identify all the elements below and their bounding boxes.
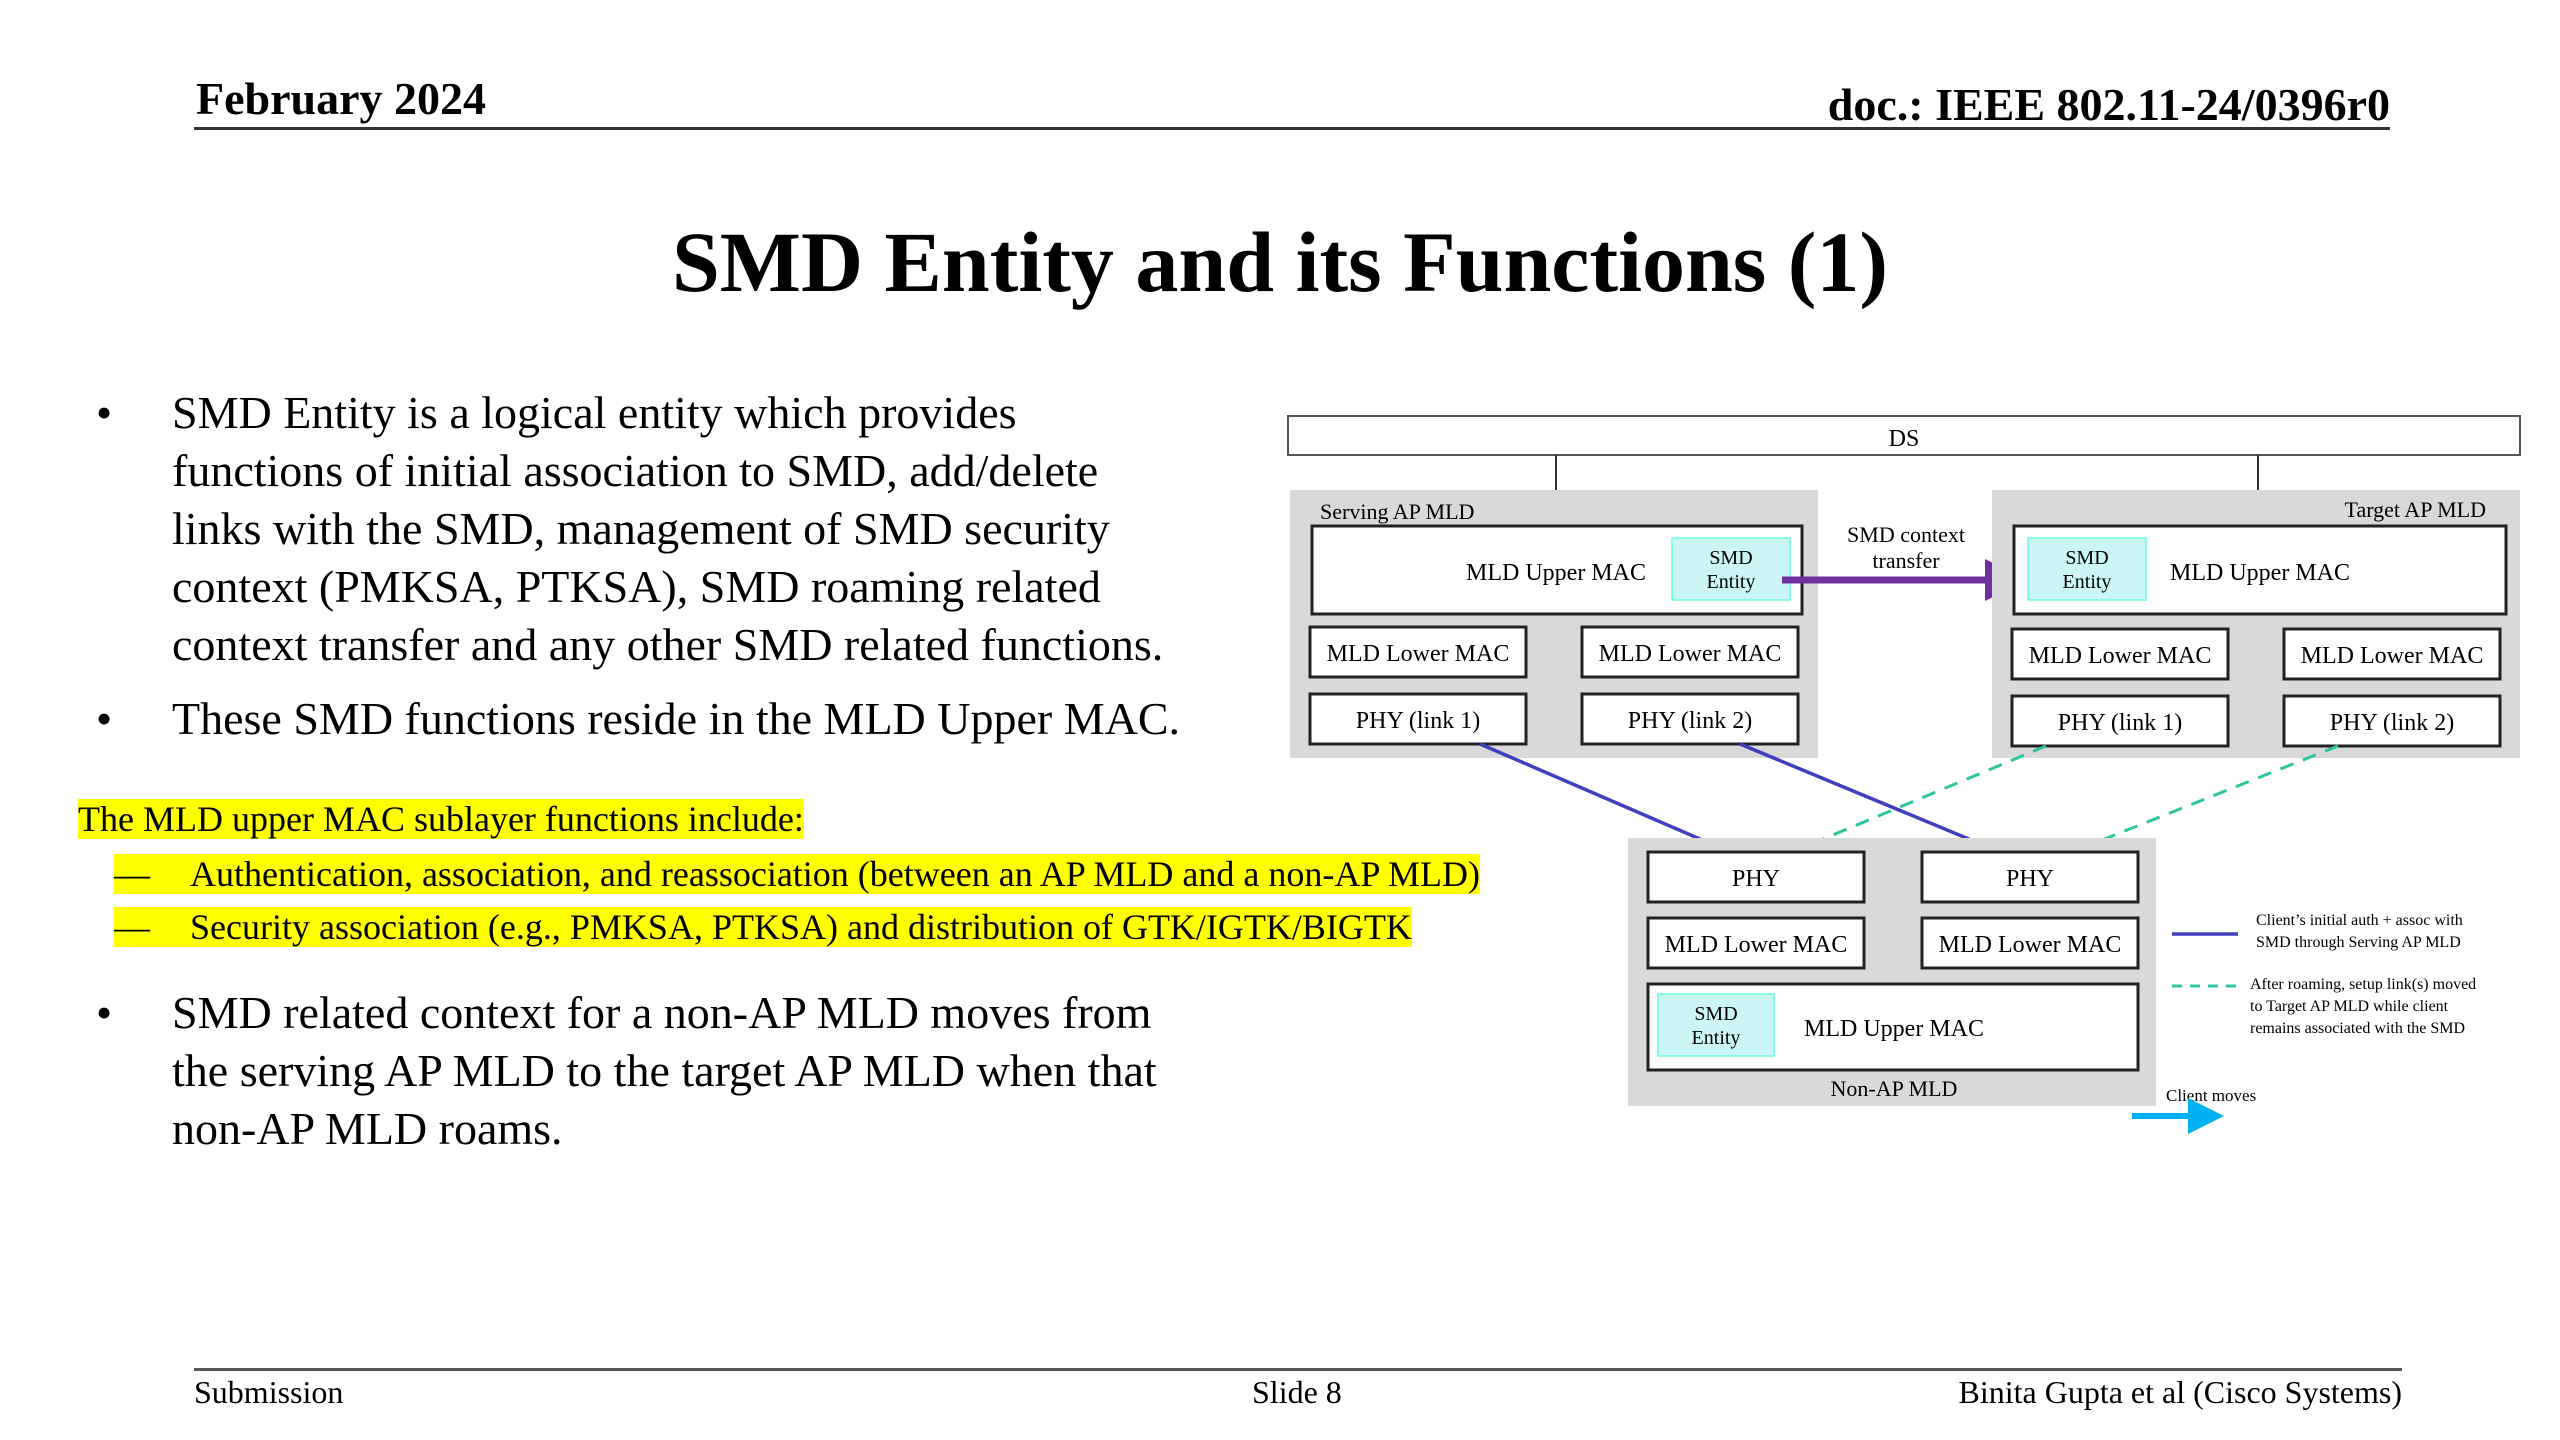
phy-label: PHY [1732, 866, 1780, 892]
target-ap-mld-label: Target AP MLD [2345, 497, 2486, 522]
header-divider [194, 127, 2390, 130]
smd-entity-label: SMD [1694, 1003, 1737, 1025]
non-ap-mld-label: Non-AP MLD [1831, 1076, 1958, 1101]
smd-entity-label: Entity [1692, 1027, 1741, 1049]
footer-slide-number: Slide 8 [1252, 1374, 1342, 1410]
legend-dashed-text: remains associated with the SMD [2250, 1020, 2465, 1037]
roamed-link-line [1791, 744, 2047, 854]
bullet-text: These SMD functions reside in the MLD Up… [172, 690, 1180, 748]
bullet-text: SMD related context for a non-AP MLD mov… [172, 984, 1157, 1158]
header-doc-id: doc.: IEEE 802.11-24/0396r0 [1827, 79, 2390, 130]
bullet-line: These SMD functions reside in the MLD Up… [172, 693, 1181, 744]
lower-mac-box [1580, 625, 1800, 679]
header-date: February 2024 [196, 73, 487, 124]
lower-mac-box [1646, 916, 1866, 970]
highlight-item: — Authentication, association, and reasso… [114, 852, 1481, 896]
slide-title: SMD Entity and its Functions (1) [671, 214, 1889, 310]
lower-mac-box [2282, 627, 2502, 681]
legend-solid-text: Client’s initial auth + assoc with [2256, 912, 2463, 929]
lower-mac-label: MLD Lower MAC [2029, 643, 2212, 669]
bullet-line: links with the SMD, management of SMD se… [172, 503, 1110, 554]
lower-mac-label: MLD Lower MAC [1599, 641, 1782, 667]
legend-dashed-text: After roaming, setup link(s) moved [2250, 976, 2476, 993]
ds-label: DS [1889, 426, 1920, 452]
lower-mac-box [1920, 916, 2140, 970]
footer-author: Binita Gupta et al (Cisco Systems) [1958, 1374, 2403, 1410]
lower-mac-label: MLD Lower MAC [2301, 643, 2484, 669]
serving-ap-mld-label: Serving AP MLD [1320, 499, 1474, 524]
smd-entity-box [1671, 537, 1791, 601]
phy-link1-label: PHY (link 1) [2058, 710, 2182, 736]
legend-dashed-text: to Target AP MLD while client [2250, 998, 2449, 1015]
bullet-line: functions of initial association to SMD,… [172, 445, 1099, 496]
footer-submission: Submission [194, 1374, 344, 1410]
lower-mac-label: MLD Lower MAC [1665, 932, 1848, 958]
initial-link-line [1479, 742, 1731, 854]
highlight-item: — Security association (e.g., PMKSA, PTKS… [114, 905, 1412, 949]
bullet-symbol: • [96, 987, 113, 1038]
highlight-heading: The MLD upper MAC sublayer functions inc… [78, 799, 804, 839]
upper-mac-label: MLD Upper MAC [1804, 1016, 1984, 1042]
phy-link2-label: PHY (link 2) [1628, 708, 1752, 734]
smd-entity-box [2027, 537, 2147, 601]
highlight-dash: — [114, 907, 150, 947]
phy-link1-label: PHY (link 1) [1356, 708, 1480, 734]
phy-link2-label: PHY (link 2) [2330, 710, 2454, 736]
lower-mac-box [1308, 625, 1528, 679]
context-transfer-label: SMD context [1847, 522, 1965, 547]
legend-solid-text: SMD through Serving AP MLD [2256, 934, 2461, 951]
diagram-legend: Client’s initial auth + assoc with SMD t… [2132, 912, 2476, 1134]
bullet-line: context transfer and any other SMD relat… [172, 619, 1164, 670]
ds-box [1287, 415, 2521, 456]
roamed-link-line [2071, 744, 2339, 854]
bullet-line: context (PMKSA, PTKSA), SMD roaming rela… [172, 561, 1101, 612]
phy-box [1920, 850, 2140, 904]
bullet-symbol: • [96, 693, 113, 744]
highlight-dash: — [114, 854, 150, 894]
smd-entity-label: SMD [1709, 547, 1752, 569]
phy-link2-box [2282, 694, 2502, 748]
bullet-text: SMD Entity is a logical entity which pro… [172, 384, 1163, 674]
phy-label: PHY [2006, 866, 2054, 892]
bullet-line: the serving AP MLD to the target AP MLD … [172, 1045, 1157, 1096]
lower-mac-label: MLD Lower MAC [1327, 641, 1510, 667]
lower-mac-label: MLD Lower MAC [1939, 932, 2122, 958]
lower-mac-box [2010, 627, 2230, 681]
phy-box [1646, 850, 1866, 904]
initial-link-line [1739, 742, 2001, 854]
smd-entity-label: SMD [2065, 547, 2108, 569]
bullet-symbol: • [96, 387, 113, 438]
bullet-line: non-AP MLD roams. [172, 1103, 563, 1154]
upper-mac-label: MLD Upper MAC [2170, 560, 2350, 586]
target-ap-mld: Target AP MLD MLD Upper MAC SMD Entity M… [1992, 490, 2520, 758]
footer-divider [194, 1368, 2402, 1371]
client-moves-label: Client moves [2166, 1086, 2256, 1105]
phy-link1-box [2010, 694, 2230, 748]
non-ap-mld: PHY PHY MLD Lower MAC MLD Lower MAC MLD … [1628, 838, 2156, 1106]
serving-ap-mld: Serving AP MLD MLD Upper MAC SMD Entity … [1290, 490, 1818, 758]
smd-entity-label: Entity [2063, 571, 2112, 593]
smd-entity-box [1657, 993, 1775, 1057]
highlight-item-text: Security association (e.g., PMKSA, PTKSA… [190, 907, 1412, 947]
smd-entity-label: Entity [1707, 571, 1756, 593]
context-transfer-label: transfer [1872, 548, 1940, 573]
phy-link2-box [1580, 692, 1800, 746]
phy-link1-box [1308, 692, 1528, 746]
bullet-line: SMD Entity is a logical entity which pro… [172, 387, 1017, 438]
highlight-item-text: Authentication, association, and reassoc… [190, 854, 1481, 894]
bullet-line: SMD related context for a non-AP MLD mov… [172, 987, 1152, 1038]
upper-mac-label: MLD Upper MAC [1466, 560, 1646, 586]
